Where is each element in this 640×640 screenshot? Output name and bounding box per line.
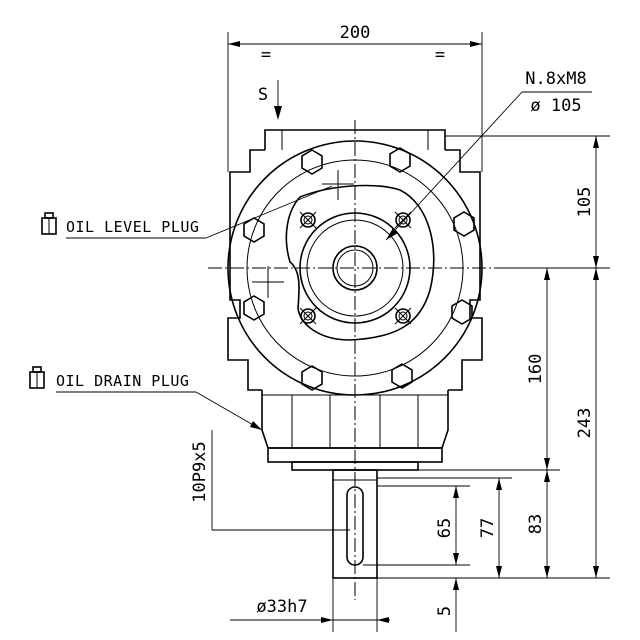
bolt-circle-text: ø 105: [530, 96, 581, 116]
view-arrow: S: [258, 80, 282, 120]
dim-shaft-diameter: ø33h7: [230, 578, 390, 632]
plug-icon: [29, 366, 45, 389]
plug-icon: [41, 212, 57, 235]
main-flange-circle: [227, 140, 483, 396]
oil-level-plug-callout: OIL LEVEL PLUG: [41, 185, 333, 239]
dim-height-mid: 160: [526, 354, 546, 385]
key-spec-callout: 10P9x5: [190, 430, 350, 531]
inner-cover-outline: [285, 184, 435, 341]
dim-equal-left: =: [261, 45, 271, 65]
bolt-spec-text: N.8xM8: [525, 69, 586, 89]
dim-key-length: 65: [435, 518, 455, 538]
dim-right-stack: 105 243 160 83 77 65 5: [363, 135, 610, 632]
threaded-holes: [299, 211, 412, 325]
shaft-bore-circle: [332, 245, 378, 291]
view-arrow-label: S: [258, 85, 268, 105]
dim-key-offset: 5: [435, 606, 455, 616]
dim-key-span: 77: [478, 518, 498, 538]
key-spec-text: 10P9x5: [190, 441, 210, 502]
dim-equal-right: =: [435, 45, 445, 65]
oil-drain-plug-label: OIL DRAIN PLUG: [56, 372, 189, 390]
dim-shaft-diameter-value: ø33h7: [256, 597, 307, 617]
dim-shaft-length: 83: [526, 514, 546, 534]
oil-level-plug-label: OIL LEVEL PLUG: [66, 218, 199, 236]
dim-height-upper: 105: [575, 187, 595, 218]
bolt-spec-callout: N.8xM8 ø 105: [385, 69, 592, 241]
dim-height-total: 243: [575, 408, 595, 439]
dim-width-value: 200: [340, 23, 371, 43]
oil-drain-plug-callout: OIL DRAIN PLUG: [29, 366, 263, 431]
plug-center-marks: [252, 170, 354, 298]
hex-bolts: [243, 147, 475, 391]
dim-width: 200 = =: [227, 23, 483, 172]
